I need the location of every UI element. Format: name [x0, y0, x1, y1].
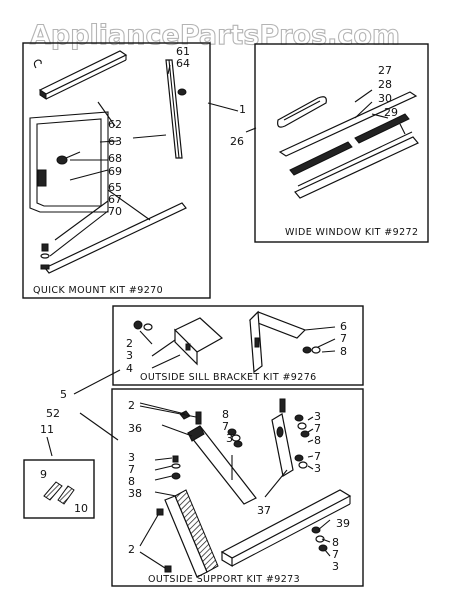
callout-67: 67 [108, 193, 122, 206]
support-callout-37: 37 [257, 504, 271, 517]
support-callout-3e: 3 [332, 560, 339, 573]
watermark: AppliancePartsPros.com [30, 20, 400, 51]
callout-11: 11 [40, 423, 54, 436]
support-callout-36: 36 [128, 422, 142, 435]
outside-sill-bracket-kit-title: OUTSIDE SILL BRACKET KIT #9276 [140, 372, 317, 383]
support-callout-39: 39 [336, 517, 350, 530]
support-callout-8c: 8 [314, 434, 321, 447]
sill-callout-3: 3 [126, 349, 133, 362]
support-callout-7e: 7 [332, 548, 339, 561]
support-callout-38: 38 [128, 487, 142, 500]
outside-support-kit-panel: 2 36 8 7 3 3 7 8 38 3 7 8 7 3 37 39 8 7 … [111, 388, 364, 587]
callout-1: 1 [239, 103, 246, 116]
callout-27: 27 [378, 64, 392, 77]
support-callout-3a: 3 [226, 432, 233, 445]
callout-28: 28 [378, 78, 392, 91]
support-callout-8a: 8 [222, 408, 229, 421]
callout-61: 61 [176, 45, 190, 58]
callout-30: 30 [378, 92, 392, 105]
support-callout-7c: 7 [314, 422, 321, 435]
support-callout-3d: 3 [314, 462, 321, 475]
callout-68: 68 [108, 152, 122, 165]
callout-52: 52 [46, 407, 60, 420]
hardware-stack [40, 243, 50, 270]
callout-63: 63 [108, 135, 122, 148]
sill-callout-2: 2 [126, 337, 133, 350]
quick-mount-kit-title: QUICK MOUNT KIT #9270 [33, 285, 163, 296]
support-callout-8e: 8 [332, 536, 339, 549]
callout-9: 9 [40, 468, 47, 481]
sill-callout-6: 6 [340, 320, 347, 333]
screw-68 [56, 151, 81, 165]
outside-sill-bracket-kit-panel: 2 3 4 6 7 8 OUTSIDE SILL BRACKET KIT #92… [112, 305, 364, 386]
callout-62: 62 [108, 118, 122, 131]
support-callout-7b: 7 [128, 463, 135, 476]
support-callout-3b: 3 [128, 451, 135, 464]
support-callout-7a: 7 [222, 420, 229, 433]
callout-65: 65 [108, 181, 122, 194]
outside-support-kit-title: OUTSIDE SUPPORT KIT #9273 [148, 574, 300, 585]
sill-callout-4: 4 [126, 362, 133, 375]
support-callout-8b: 8 [128, 475, 135, 488]
callout-26: 26 [230, 135, 244, 148]
callout-70: 70 [108, 205, 122, 218]
clip-kit-panel: 9 10 [23, 459, 95, 519]
support-callout-3c: 3 [314, 410, 321, 423]
quick-mount-kit-panel: 61 64 62 63 68 69 65 67 70 QUICK MOUNT K… [22, 42, 211, 299]
callout-10: 10 [74, 502, 88, 515]
sill-callout-7: 7 [340, 332, 347, 345]
callout-64: 64 [176, 57, 190, 70]
support-callout-2-bottom: 2 [128, 543, 135, 556]
wide-window-kit-panel: 27 28 30 29 WIDE WINDOW KIT #9272 [254, 43, 429, 243]
callout-69: 69 [108, 165, 122, 178]
callout-29: 29 [384, 106, 398, 119]
sill-callout-8: 8 [340, 345, 347, 358]
support-callout-2-top: 2 [128, 399, 135, 412]
support-callout-7d: 7 [314, 450, 321, 463]
callout-5: 5 [60, 388, 67, 401]
wide-window-kit-title: WIDE WINDOW KIT #9272 [285, 227, 418, 238]
